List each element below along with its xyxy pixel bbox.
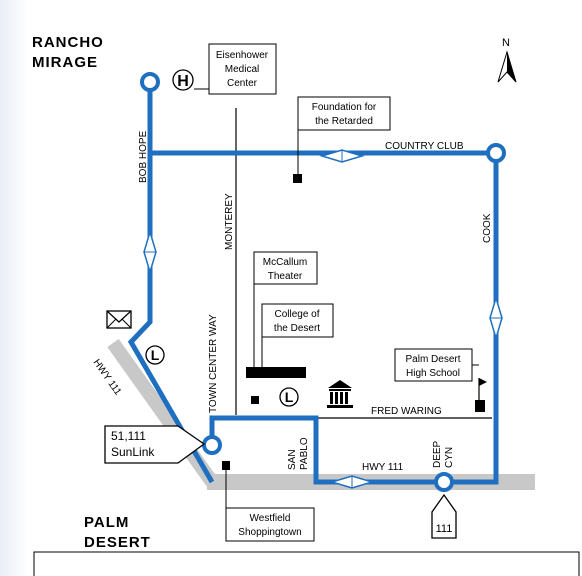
- college-building-marker: [246, 367, 306, 378]
- foundation-label-line2: the Retarded: [315, 116, 373, 127]
- eisenhower-label-line1: Eisenhower: [216, 50, 269, 61]
- foundation-label-box: [297, 96, 391, 131]
- street-monterey: MONTEREY: [224, 193, 235, 250]
- svg-text:H: H: [177, 73, 189, 90]
- route-number-line1: 51,111: [111, 429, 146, 443]
- mccallum-label-line2: Theater: [268, 271, 303, 282]
- direction-diamond-hwy-111: [329, 475, 375, 489]
- flag-icon: [478, 378, 487, 400]
- westfield-label-line1: Westfield: [250, 513, 291, 524]
- theater-marker: [251, 396, 259, 404]
- westfield-label-box: [225, 507, 315, 542]
- city-rancho-mirage-line1: RANCHO: [32, 34, 104, 51]
- direction-diamond-country-club: [319, 149, 365, 163]
- college-label-line2: the Desert: [274, 323, 320, 334]
- svg-text:L: L: [151, 347, 160, 363]
- street-san-pablo-line1: SAN: [287, 449, 298, 470]
- svg-text:N: N: [502, 37, 510, 49]
- foundation-label-line1: Foundation for: [312, 102, 377, 113]
- street-country-club: COUNTRY CLUB: [385, 141, 464, 152]
- eisenhower-label-line3: Center: [227, 78, 258, 89]
- eisenhower-label-box: [208, 43, 277, 95]
- street-hwy-111: HWY 111: [362, 462, 404, 473]
- high-school-marker: [475, 400, 485, 412]
- hospital-icon: H: [172, 69, 194, 91]
- street-deep-cyn-line2: CYN: [444, 447, 455, 468]
- svg-text:L: L: [285, 389, 294, 405]
- street-cook: COOK: [482, 213, 493, 243]
- bus-route: [147, 82, 499, 485]
- direction-diamond-bob-hope: [143, 229, 157, 275]
- street-san-pablo-line2: PABLO: [299, 437, 310, 470]
- timepoint-country-club-cook: [486, 143, 506, 163]
- street-bob-hope: BOB HOPE: [138, 130, 149, 183]
- high-school-label-line2: High School: [406, 368, 460, 379]
- city-palm-desert-line2: DESERT: [84, 534, 151, 551]
- route-number-line2: SunLink: [111, 445, 155, 459]
- city-palm-desert-line1: PALM: [84, 514, 129, 531]
- high-school-label-box: [394, 348, 473, 382]
- street-hwy-111-diagonal: HWY 111: [91, 357, 124, 397]
- hwy-111-diagonal-band: [107, 338, 218, 487]
- college-label-line1: College of: [274, 309, 319, 320]
- timepoint-town-center: [202, 435, 222, 455]
- svg-text:111: 111: [436, 523, 453, 535]
- direction-diamond-cook: [489, 295, 503, 341]
- library-icon: L: [279, 387, 299, 407]
- street-fred-waring: FRED WARING: [371, 406, 442, 417]
- government-building-icon: [327, 380, 353, 408]
- westfield-marker: [222, 461, 230, 470]
- mccallum-label-box: [253, 251, 318, 285]
- high-school-label-line1: Palm Desert: [405, 354, 460, 365]
- north-arrow-icon: N: [497, 37, 517, 83]
- mccallum-label-line1: McCallum: [263, 257, 307, 268]
- street-town-center-way: TOWN CENTER WAY: [208, 314, 219, 413]
- legend-frame: [33, 551, 580, 576]
- library-icon: L: [145, 345, 165, 365]
- street-deep-cyn-line1: DEEP: [432, 440, 443, 468]
- timepoint-rancho-mirage: [140, 72, 160, 92]
- foundation-marker: [293, 174, 302, 183]
- timepoint-deep-canyon: [434, 472, 454, 492]
- city-rancho-mirage-line2: MIRAGE: [32, 54, 98, 71]
- eisenhower-label-line2: Medical: [225, 64, 259, 75]
- highway-111-shield-icon: 111: [431, 493, 457, 539]
- westfield-label-line2: Shoppingtown: [238, 527, 301, 538]
- post-office-icon: [106, 310, 132, 329]
- route-number-callout: 51,111 SunLink: [104, 425, 206, 464]
